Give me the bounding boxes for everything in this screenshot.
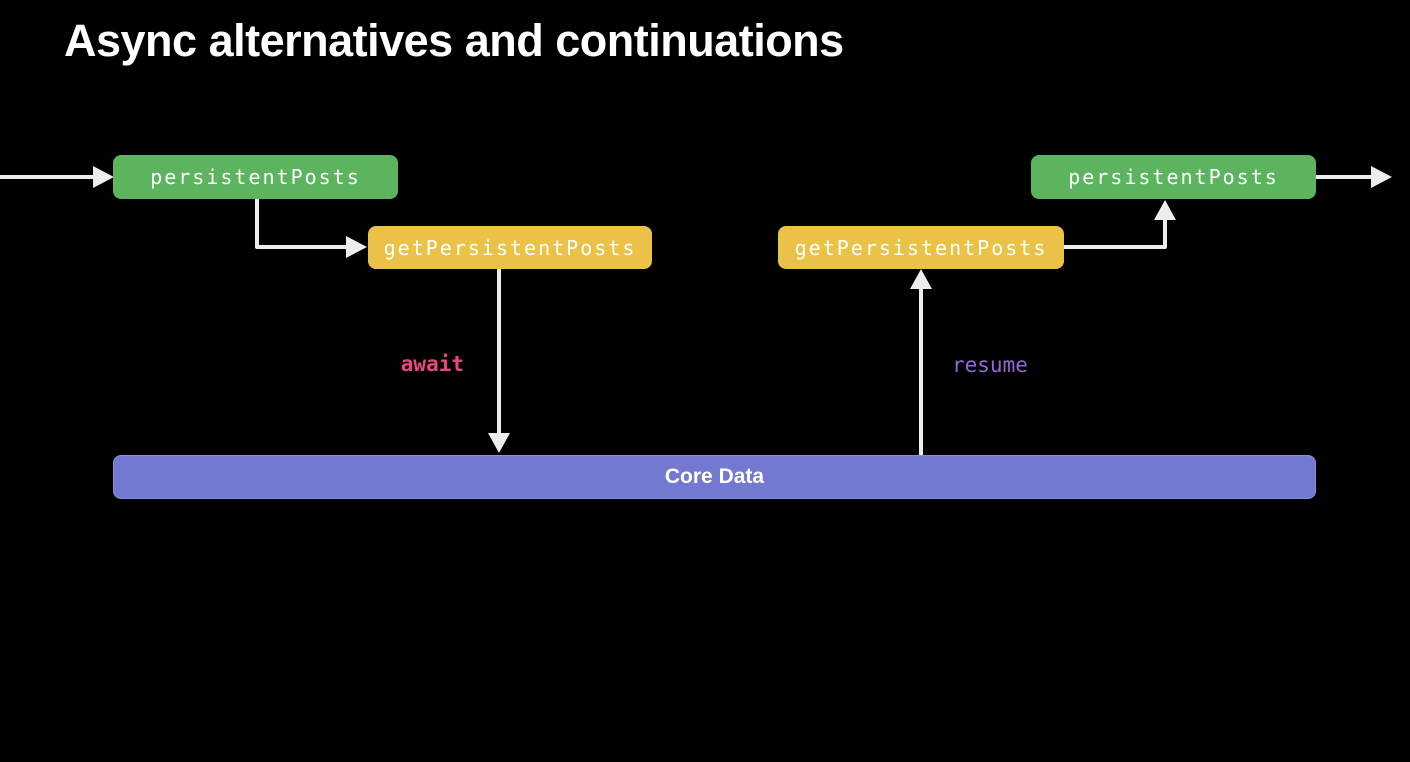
- node-get-persistent-posts-left: getPersistentPosts: [368, 226, 652, 269]
- node-label: getPersistentPosts: [794, 235, 1048, 260]
- node-label: Core Data: [664, 465, 765, 488]
- node-persistent-posts-left: persistentPosts: [113, 155, 398, 199]
- arrow-resume-up-icon: [910, 269, 932, 455]
- node-label: persistentPosts: [1068, 165, 1279, 189]
- arrow-await-down-icon: [488, 269, 510, 453]
- label-resume: resume: [952, 353, 1028, 377]
- arrow-get-to-persistent-icon: [1064, 200, 1176, 249]
- label-await: await: [400, 352, 464, 376]
- node-label: getPersistentPosts: [383, 235, 637, 260]
- node-get-persistent-posts-right: getPersistentPosts: [778, 226, 1064, 269]
- page-title: Async alternatives and continuations: [64, 15, 844, 66]
- arrow-in-left-icon: [0, 166, 114, 188]
- node-persistent-posts-right: persistentPosts: [1031, 155, 1316, 199]
- arrow-persistent-to-get-icon: [255, 199, 367, 258]
- arrow-out-right-icon: [1316, 166, 1392, 188]
- node-core-data: Core Data: [113, 455, 1316, 499]
- node-label: persistentPosts: [150, 165, 361, 189]
